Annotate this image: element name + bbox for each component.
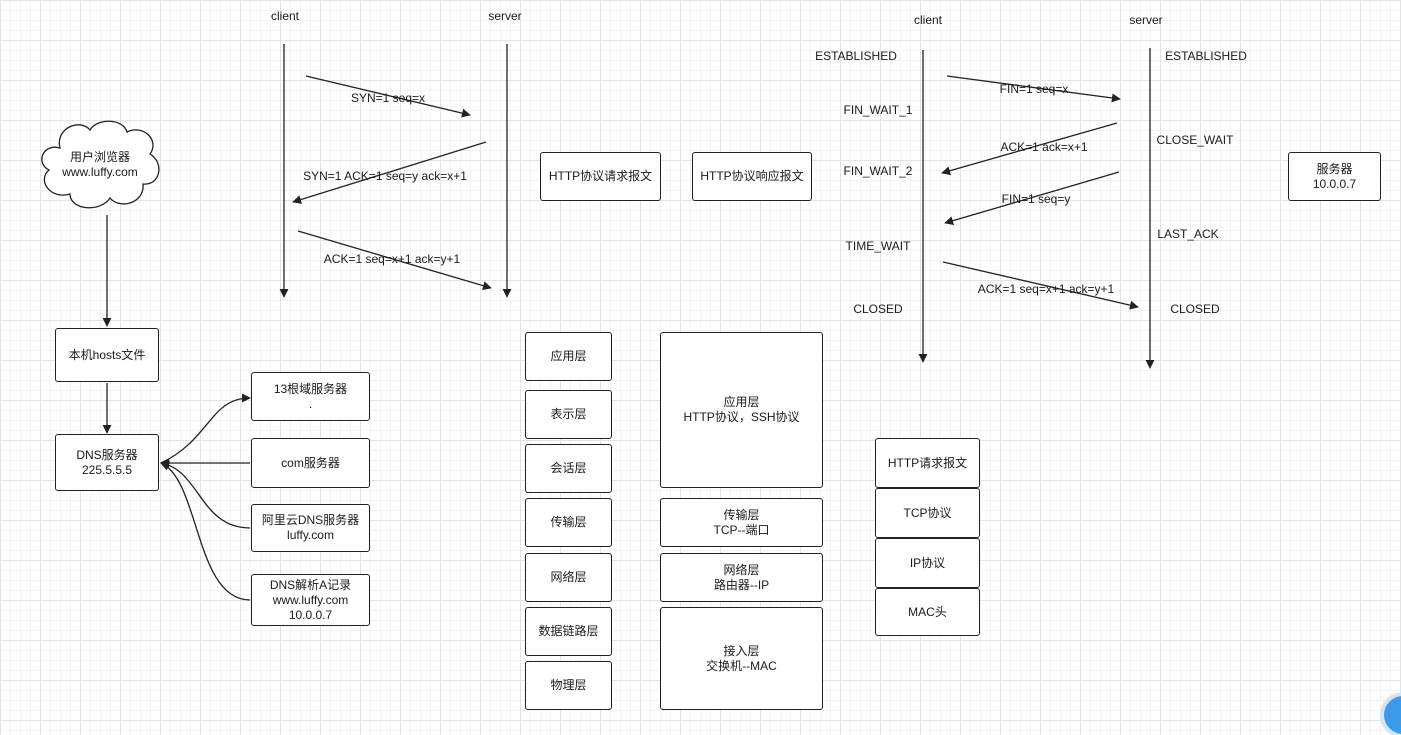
syn-arrow (305, 75, 471, 118)
packet-mac[interactable]: MAC头 (875, 588, 980, 636)
dns-server-box[interactable]: DNS服务器 225.5.5.5 (55, 434, 159, 491)
ack-arrow (297, 230, 492, 291)
last-ack-label: LAST_ACK (1157, 227, 1219, 241)
aliyun-to-dns-arrow (160, 460, 251, 529)
aliyun-dns-server-box[interactable]: 阿里云DNS服务器 luffy.com (251, 504, 370, 552)
fin2-label: FIN=1 seq=y (1001, 192, 1071, 206)
ack2-arrow (942, 261, 1139, 310)
a-record-box[interactable]: DNS解析A记录 www.luffy.com 10.0.0.7 (251, 574, 370, 626)
ack-label: ACK=1 seq=x+1 ack=y+1 (323, 252, 461, 266)
fin2-arrow (944, 171, 1120, 226)
teardown-client-label: client (913, 13, 943, 27)
http-response-box[interactable]: HTTP协议响应报文 (692, 152, 812, 201)
arecord-to-dns-arrow (160, 462, 251, 601)
packet-http-request[interactable]: HTTP请求报文 (875, 438, 980, 488)
osi-layer[interactable]: 应用层 (525, 332, 612, 381)
com-server-box[interactable]: com服务器 (251, 438, 370, 488)
tcpip-layer-transport[interactable]: 传输层 TCP--端口 (660, 498, 823, 547)
server-closed-label: CLOSED (1170, 302, 1220, 316)
osi-layer[interactable]: 传输层 (525, 498, 612, 547)
close-wait-label: CLOSE_WAIT (1156, 133, 1234, 147)
tcpip-layer-network[interactable]: 网络层 路由器--IP (660, 553, 823, 602)
server-established-label: ESTABLISHED (1165, 49, 1247, 63)
ack2-label: ACK=1 seq=x+1 ack=y+1 (977, 282, 1115, 296)
syn-ack-label: SYN=1 ACK=1 seq=y ack=x+1 (303, 169, 467, 183)
osi-layer[interactable]: 物理层 (525, 661, 612, 710)
osi-layer[interactable]: 会话层 (525, 444, 612, 493)
handshake-server-label: server (488, 9, 522, 23)
syn-label: SYN=1 seq=x (350, 91, 426, 105)
tcpip-layer-access[interactable]: 接入层 交换机--MAC (660, 607, 823, 710)
ack1-arrow (941, 122, 1118, 176)
fin-wait-2-label: FIN_WAIT_2 (843, 164, 913, 178)
client-closed-label: CLOSED (853, 302, 903, 316)
handshake-client-label: client (270, 9, 300, 23)
syn-ack-arrow (292, 141, 487, 204)
ack1-label: ACK=1 ack=x+1 (1000, 140, 1088, 154)
fin1-label: FIN=1 seq=x (999, 82, 1069, 96)
browser-cloud[interactable]: 用户浏览器 www.luffy.com (62, 150, 138, 179)
server-box[interactable]: 服务器 10.0.0.7 (1288, 152, 1381, 201)
tcpip-layer-application[interactable]: 应用层 HTTP协议，SSH协议 (660, 332, 823, 488)
time-wait-label: TIME_WAIT (845, 239, 911, 253)
packet-ip[interactable]: IP协议 (875, 538, 980, 588)
http-request-box[interactable]: HTTP协议请求报文 (540, 152, 661, 201)
osi-layer[interactable]: 数据链路层 (525, 607, 612, 656)
packet-tcp[interactable]: TCP协议 (875, 488, 980, 538)
osi-layer[interactable]: 网络层 (525, 553, 612, 602)
teardown-server-label: server (1129, 13, 1163, 27)
osi-layer[interactable]: 表示层 (525, 390, 612, 439)
hosts-file-box[interactable]: 本机hosts文件 (55, 328, 159, 382)
browser-cloud-shape (41, 120, 160, 209)
fin1-arrow (946, 75, 1121, 103)
root-server-box[interactable]: 13根域服务器 . (251, 372, 370, 421)
floating-action-button[interactable] (1384, 696, 1401, 734)
fin-wait-1-label: FIN_WAIT_1 (843, 103, 913, 117)
client-established-label: ESTABLISHED (815, 49, 897, 63)
dns-to-root-arrow (160, 393, 251, 464)
